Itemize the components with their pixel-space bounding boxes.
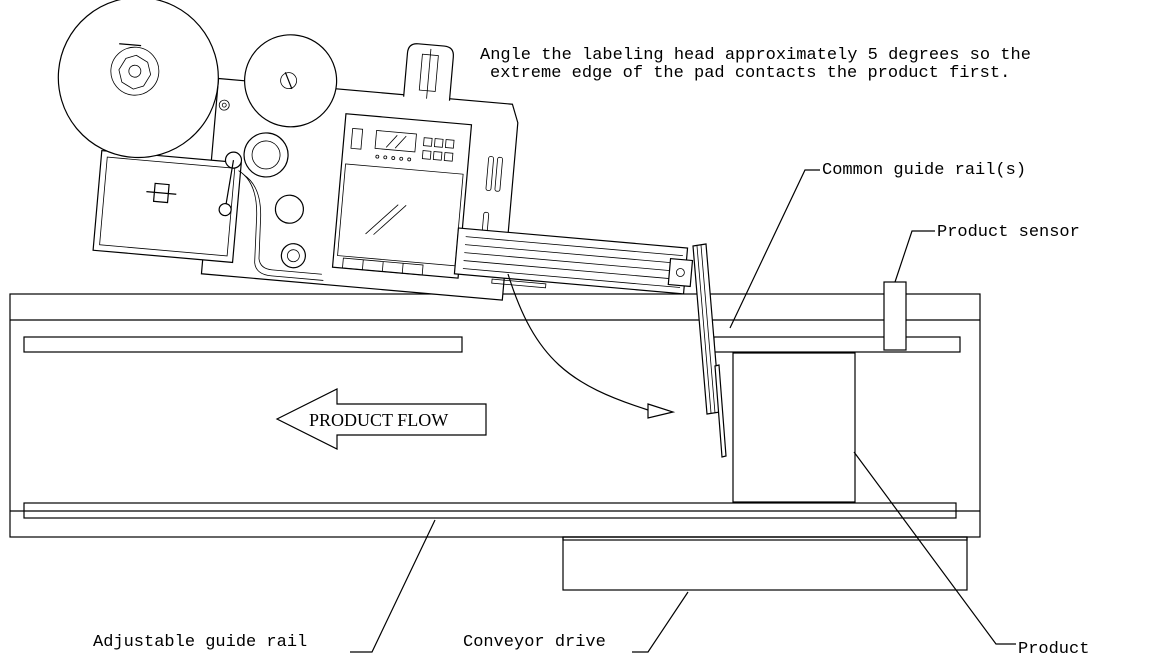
peel-roller-inner xyxy=(286,249,300,263)
connector-divider xyxy=(362,259,364,270)
pad-motion-curve xyxy=(507,273,649,411)
lower-roller xyxy=(274,194,305,224)
panel-button xyxy=(432,151,443,161)
callout-adjustable-guide-rail: Adjustable guide rail xyxy=(93,519,436,653)
cylinder-line xyxy=(462,268,681,288)
cylinder-line xyxy=(464,244,683,265)
supply-reel xyxy=(57,0,219,159)
panel-led xyxy=(391,156,396,160)
panel-switch xyxy=(350,127,364,150)
panel-button xyxy=(433,138,444,148)
panel-window xyxy=(337,163,464,267)
label-adjustable-guide-rail: Adjustable guide rail xyxy=(93,633,307,652)
panel-button xyxy=(443,152,454,162)
panel-button xyxy=(444,139,455,149)
panel-led xyxy=(399,156,404,161)
display-stroke xyxy=(385,135,398,148)
product-box xyxy=(732,352,856,503)
drive-roller-inner xyxy=(251,140,281,170)
panel-display xyxy=(374,130,417,153)
callout-conveyor-drive: Conveyor drive xyxy=(463,591,689,653)
flow-arrow-outline xyxy=(275,388,487,450)
pad-edge xyxy=(714,364,727,458)
product-sensor xyxy=(883,281,907,351)
conveyor-drive-flange xyxy=(562,536,968,541)
flow-arrow-label: PRODUCT FLOW xyxy=(309,410,448,430)
leader-product xyxy=(853,451,1016,645)
small-bolt xyxy=(218,99,230,111)
panel-button xyxy=(421,150,432,160)
drive-enclosure xyxy=(92,149,242,264)
adjustable-guide-rail-back xyxy=(23,336,463,353)
adjustable-guide-rail xyxy=(23,502,957,519)
panel-led xyxy=(407,157,412,162)
tamp-pad-line xyxy=(700,244,716,414)
label-product: Product xyxy=(1018,640,1089,659)
tamp-pad-body xyxy=(692,243,721,415)
cylinder-line xyxy=(463,260,681,280)
leader-product-sensor xyxy=(894,230,935,283)
window-glare xyxy=(373,205,407,235)
conveyor-drive-housing xyxy=(562,536,968,591)
instruction-note-line1: Angle the labeling head approximately 5 … xyxy=(480,46,1031,65)
guide-rails xyxy=(23,336,961,519)
callout-common-guide-rail: Common guide rail(s) xyxy=(729,161,1026,329)
cylinder-rod xyxy=(491,278,547,289)
dancer-knob xyxy=(218,202,232,217)
panel-button xyxy=(423,137,433,147)
common-guide-rail xyxy=(713,336,961,353)
leader-common-guide-rail xyxy=(729,169,820,329)
leader-conveyor-drive xyxy=(632,591,689,653)
callout-product: Product xyxy=(853,451,1089,659)
product-flow-arrow: PRODUCT FLOW xyxy=(275,388,487,450)
control-panel xyxy=(331,113,473,279)
dancer-arm xyxy=(224,160,235,210)
supply-reel-center xyxy=(128,64,142,78)
leader-adjustable-guide-rail xyxy=(350,519,436,653)
reel-pin xyxy=(119,43,142,47)
rewind-reel-key xyxy=(284,72,293,90)
cylinder-end-block xyxy=(667,257,694,288)
supply-reel-hub xyxy=(110,46,160,96)
panel-led xyxy=(375,154,380,159)
plate-slot xyxy=(485,156,494,191)
connector-divider xyxy=(381,261,384,272)
tamp-pad-line xyxy=(696,245,712,414)
small-bolt-core xyxy=(221,102,227,108)
knob-handle xyxy=(146,191,177,195)
pad-motion-arrowhead xyxy=(647,403,676,419)
label-common-guide-rail: Common guide rail(s) xyxy=(822,161,1026,180)
peel-roller xyxy=(280,243,306,269)
label-conveyor-drive: Conveyor drive xyxy=(463,633,606,652)
plate-slot xyxy=(494,156,503,192)
display-stroke xyxy=(394,135,407,149)
label-path xyxy=(243,174,322,275)
label-path-outer xyxy=(238,170,324,281)
rewind-reel-hub xyxy=(280,72,298,90)
cylinder-line xyxy=(465,236,683,257)
labeling-head xyxy=(57,0,694,301)
connector-divider xyxy=(401,263,404,274)
pad-motion-arrow xyxy=(507,273,676,419)
callout-product-sensor: Product sensor xyxy=(894,223,1080,283)
drive-roller xyxy=(243,132,289,178)
tab-detail xyxy=(426,48,432,99)
cylinder-line xyxy=(464,252,682,272)
tamp-pad xyxy=(692,243,727,458)
supply-reel-core xyxy=(118,54,152,90)
cylinder-end-pivot xyxy=(675,268,685,277)
window-glare xyxy=(365,204,399,235)
instruction-note-line2: extreme edge of the pad contacts the pro… xyxy=(490,64,1010,83)
rewind-reel xyxy=(244,34,338,128)
label-product-sensor: Product sensor xyxy=(937,223,1080,242)
panel-led xyxy=(383,155,388,160)
